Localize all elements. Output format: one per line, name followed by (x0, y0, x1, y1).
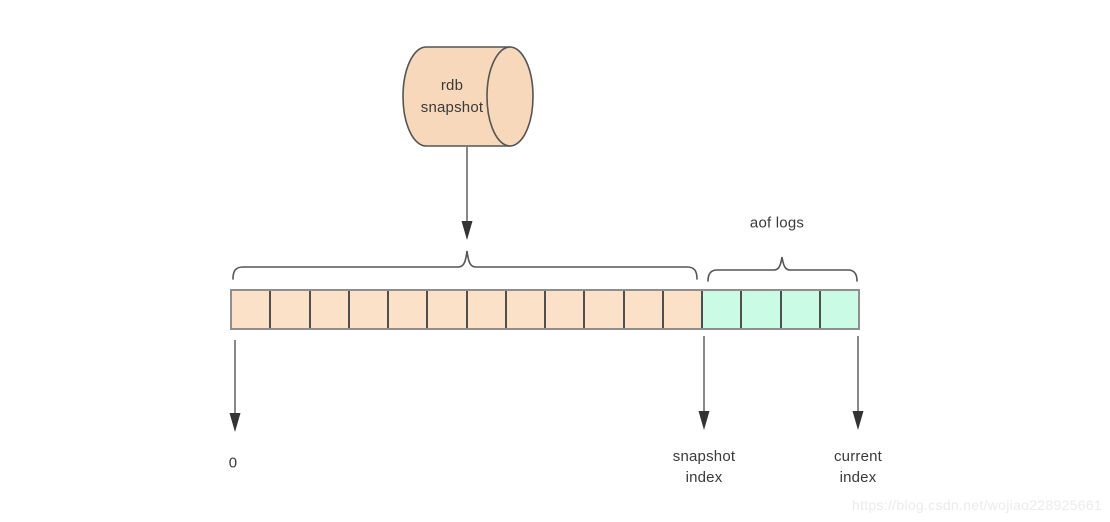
memory-cell-rdb (232, 291, 272, 328)
memory-cell-rdb (585, 291, 625, 328)
aof-section-brace (707, 256, 858, 282)
zero-index-label: 0 (228, 454, 238, 472)
memory-cell-rdb (506, 291, 546, 328)
current-index-label: current index (833, 448, 883, 486)
memory-cell-rdb (624, 291, 664, 328)
zero-index-arrow (229, 340, 241, 432)
memory-cell-aof (742, 291, 782, 328)
memory-cell-aof (820, 291, 858, 328)
rdb-cylinder-label: rdb snapshot (420, 77, 484, 116)
memory-cell-rdb (467, 291, 507, 328)
current-index-arrow (852, 336, 864, 430)
memory-cell-rdb (349, 291, 389, 328)
rdb-cylinder-shape (402, 46, 534, 147)
memory-cell-rdb (663, 291, 703, 328)
rdb-to-row-arrow (461, 147, 473, 240)
memory-cell-rdb (389, 291, 429, 328)
aof-logs-label: aof logs (749, 214, 805, 232)
memory-cell-rdb (310, 291, 350, 328)
memory-cell-aof (781, 291, 821, 328)
watermark-text: https://blog.csdn.net/wojiao228925661 (851, 497, 1102, 513)
snapshot-index-label: snapshot index (672, 448, 736, 486)
memory-cell-rdb (428, 291, 468, 328)
memory-cell-rdb (271, 291, 311, 328)
memory-cell-aof (703, 291, 743, 328)
memory-cell-rdb (546, 291, 586, 328)
rdb-section-brace (232, 250, 698, 280)
memory-cell-row (230, 289, 860, 330)
snapshot-index-arrow (698, 336, 710, 430)
